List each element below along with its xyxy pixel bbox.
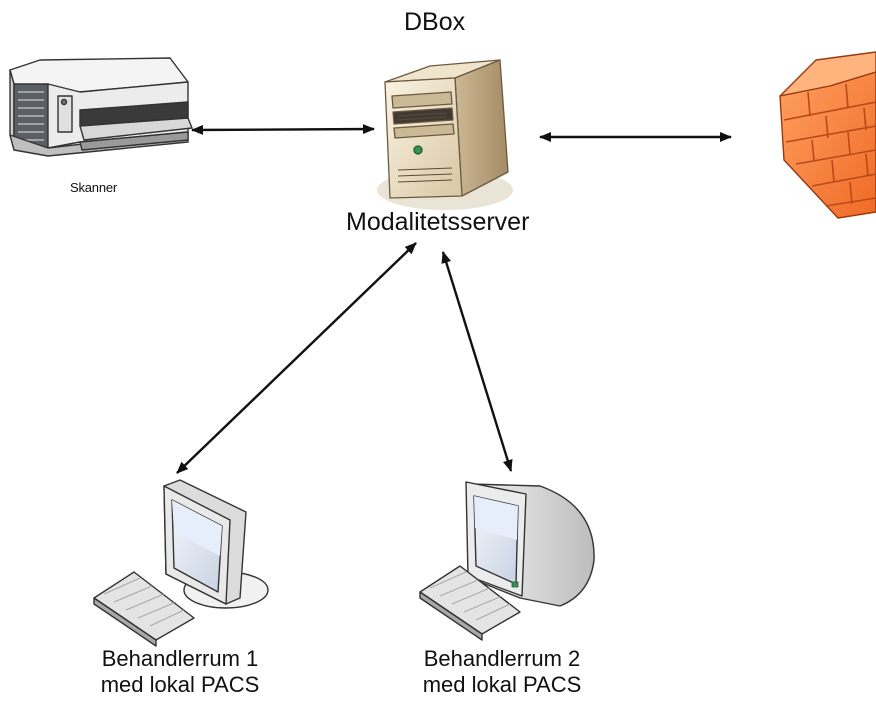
connection-dbox-room1 [176,242,417,474]
dbox-title: DBox [404,8,466,36]
connection-dbox-room2 [441,251,513,472]
connection-scanner-dbox [191,124,375,135]
workstation-flat-monitor-icon [93,479,269,647]
workstation-crt-monitor-icon [419,481,595,641]
scanner-label: Skanner [70,180,118,195]
room2-label: Behandlerrum 2 med lokal PACS [384,646,620,698]
server-tower-icon [377,59,513,210]
room1-label: Behandlerrum 1 med lokal PACS [62,646,298,698]
room2-label-line2: med lokal PACS [422,672,582,697]
firewall-brick-wall-icon [779,51,876,219]
scanner-icon [9,57,193,157]
room1-label-line1: Behandlerrum 1 [101,646,259,671]
room2-label-line1: Behandlerrum 2 [423,646,581,671]
room1-label-line2: med lokal PACS [100,672,260,697]
dbox-caption: Modalitetsserver [346,208,530,236]
